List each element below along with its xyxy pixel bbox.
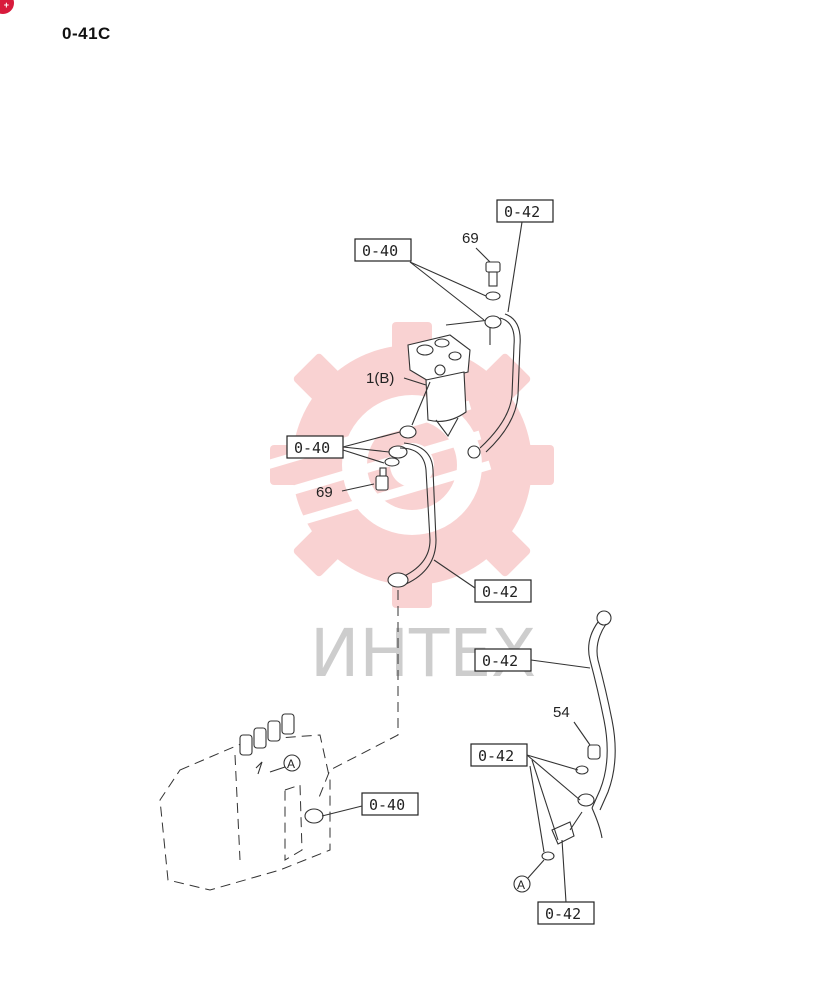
bolt-top (484, 261, 502, 329)
label-bolt-mid: 69 (316, 484, 333, 501)
ref-mid-right: 0-42 (482, 583, 518, 601)
ref-bottom-right: 0-42 (545, 905, 581, 923)
label-point-a-engine: A (287, 757, 295, 771)
bolt-mid (375, 467, 389, 491)
watermark-gear-icon (248, 322, 554, 608)
corner-badge: + (0, 0, 14, 14)
label-bolt-top: 69 (462, 230, 479, 247)
label-filter: 1(B) (366, 370, 394, 387)
injection-pump (159, 713, 331, 891)
right-pipe-assembly (541, 610, 616, 861)
ref-bottom-left: 0-40 (369, 796, 405, 814)
ref-right-top: 0-42 (482, 652, 518, 670)
page-code: 0-41C (62, 24, 111, 43)
ref-right-mid: 0-42 (478, 747, 514, 765)
ref-top: 0-42 (504, 203, 540, 221)
ref-upper-left: 0-40 (362, 242, 398, 260)
label-plug: 54 (553, 704, 570, 721)
ref-mid-left: 0-40 (294, 439, 330, 457)
label-point-a-right: A (517, 878, 525, 892)
